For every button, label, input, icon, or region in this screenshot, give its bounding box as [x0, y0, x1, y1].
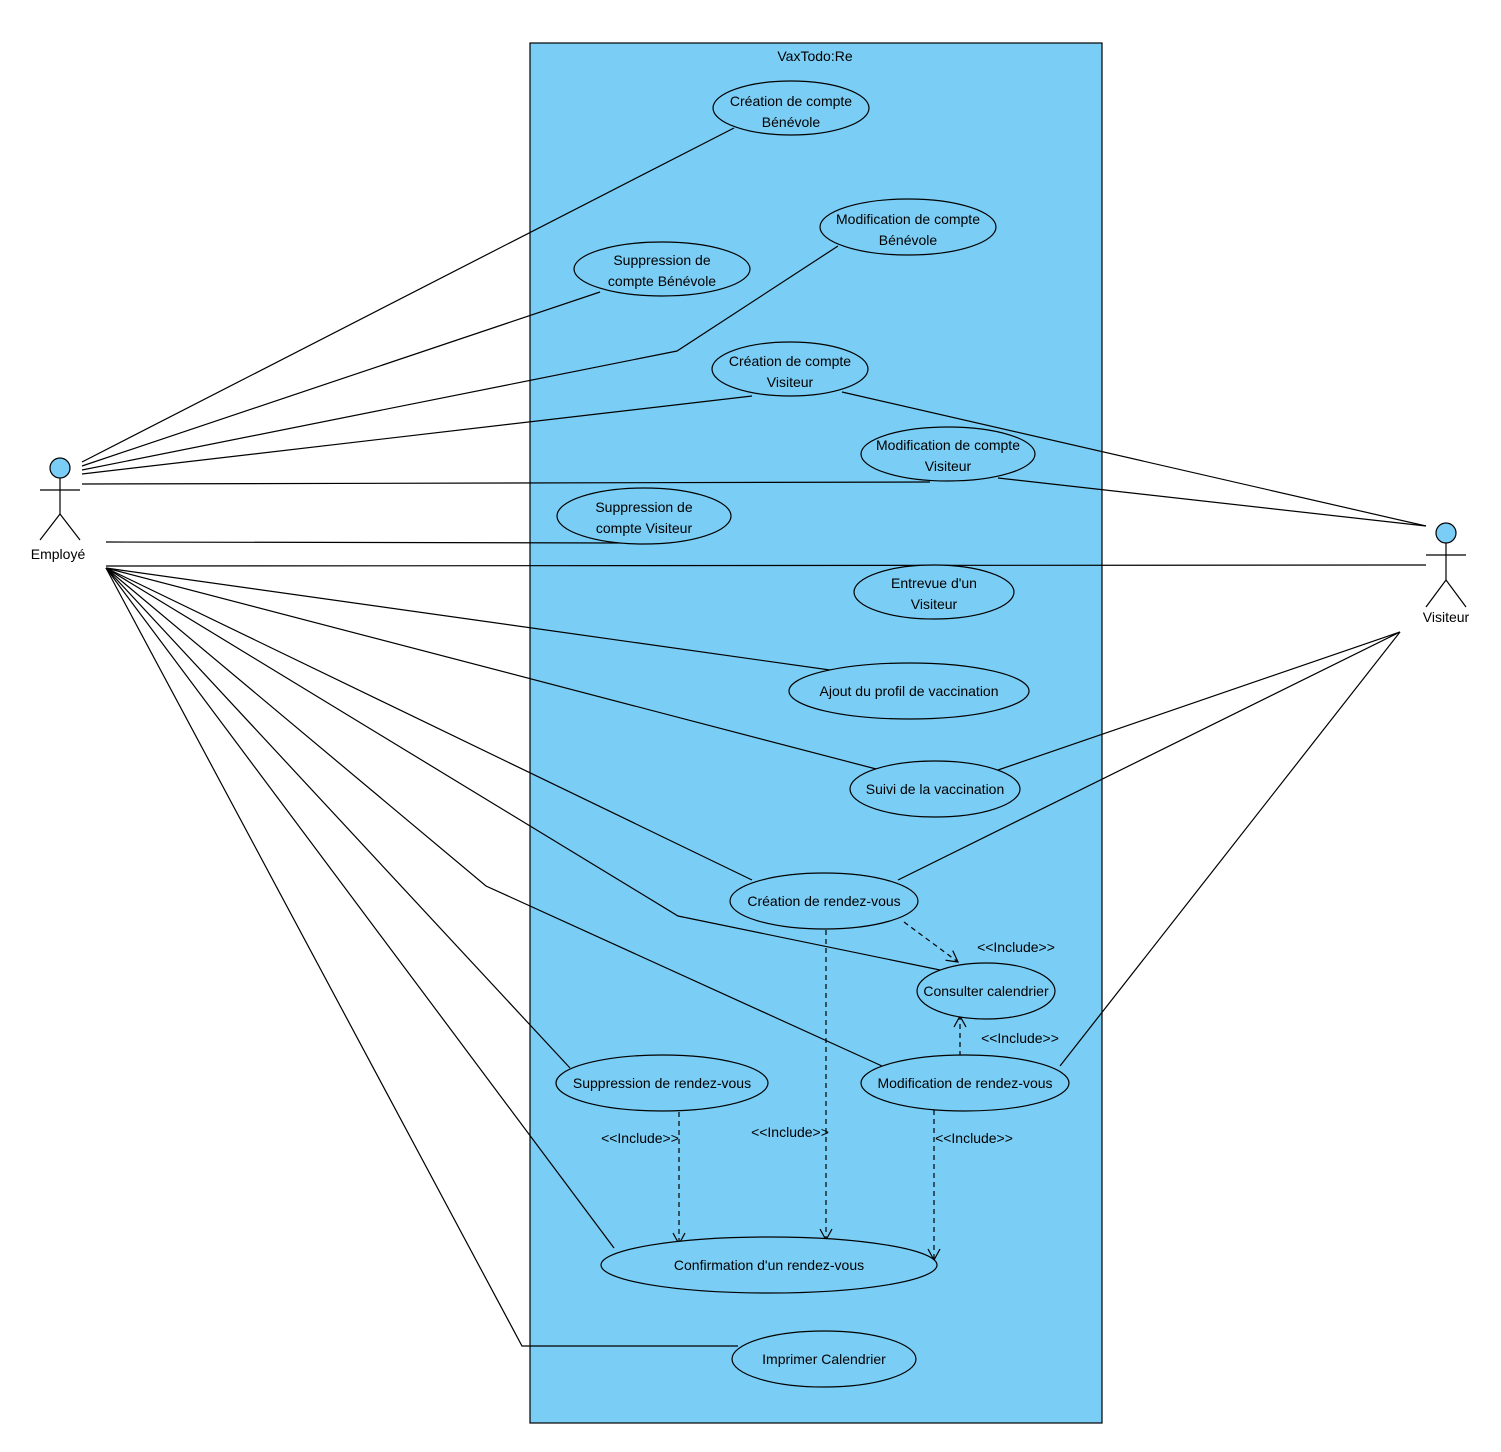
use-case-label: Confirmation d'un rendez-vous	[674, 1257, 864, 1273]
assoc-visiteur-creation-visiteur	[841, 391, 1427, 527]
use-case-label: Imprimer Calendrier	[762, 1351, 886, 1367]
assoc-employe-suppression-rdv	[105, 567, 571, 1069]
use-case-suivi[interactable]: Suivi de la vaccination	[849, 760, 1021, 818]
assoc-visiteur-entrevue	[105, 564, 1427, 567]
use-case-modification-visiteur[interactable]: Modification de compte Visiteur	[860, 426, 1036, 482]
use-case-suppression-visiteur[interactable]: Suppression de compte Visiteur	[556, 487, 732, 545]
use-case-ajout-profil[interactable]: Ajout du profil de vaccination	[788, 662, 1030, 720]
use-case-creation-rdv[interactable]: Création de rendez-vous	[729, 872, 919, 930]
use-case-label: Suppression de	[595, 499, 693, 515]
employe-associations	[81, 127, 941, 1347]
use-case-label: Création de compte	[729, 353, 851, 369]
use-case-label: Suppression de	[613, 252, 711, 268]
use-case-label: Consulter calendrier	[923, 983, 1049, 999]
assoc-employe-creation-benevole	[81, 127, 735, 463]
use-case-modification-benevole[interactable]: Modification de compte Bénévole	[819, 198, 997, 256]
assoc-employe-confirmation	[105, 567, 615, 1249]
assoc-visiteur-suivi	[997, 631, 1401, 771]
assoc-employe-creation-rdv	[105, 567, 753, 881]
use-case-label: Modification de compte	[836, 211, 980, 227]
use-case-label: Suivi de la vaccination	[866, 781, 1005, 797]
include-label: <<Include>>	[751, 1124, 829, 1140]
assoc-visiteur-modification-rdv	[1059, 631, 1401, 1067]
actor-head	[1435, 522, 1457, 544]
use-case-creation-benevole[interactable]: Création de compte Bénévole	[712, 80, 870, 136]
assoc-employe-consulter	[105, 567, 941, 971]
include-creation-consulter	[903, 921, 960, 963]
use-case-imprimer-calendrier[interactable]: Imprimer Calendrier	[731, 1330, 917, 1388]
use-case-label: Modification de compte	[876, 437, 1020, 453]
visiteur-associations	[105, 391, 1427, 1067]
include-label: <<Include>>	[935, 1130, 1013, 1146]
assoc-employe-modification-benevole	[81, 245, 839, 471]
use-case-label: Visiteur	[767, 374, 814, 390]
actor-label: Visiteur	[1423, 609, 1470, 625]
use-case-label: Suppression de rendez-vous	[573, 1075, 751, 1091]
use-case-suppression-rdv[interactable]: Suppression de rendez-vous	[555, 1054, 769, 1112]
assoc-employe-suivi	[105, 567, 881, 771]
include-label: <<Include>>	[977, 939, 1055, 955]
use-case-label: Bénévole	[879, 232, 938, 248]
assoc-employe-suppression-visiteur	[105, 541, 623, 544]
actor-employe[interactable]: Employé	[31, 457, 86, 562]
use-case-label: Entrevue d'un	[891, 575, 977, 591]
system-title: VaxTodo:Re	[777, 48, 852, 64]
assoc-employe-modification-rdv	[105, 567, 883, 1067]
use-case-label: Création de compte	[730, 93, 852, 109]
use-case-label: Ajout du profil de vaccination	[820, 683, 999, 699]
assoc-employe-modification-visiteur	[81, 481, 931, 485]
assoc-employe-imprimer	[105, 567, 738, 1347]
actor-label: Employé	[31, 546, 86, 562]
use-case-label: compte Visiteur	[596, 520, 693, 536]
use-case-confirmation-rdv[interactable]: Confirmation d'un rendez-vous	[600, 1236, 938, 1294]
use-case-modification-rdv[interactable]: Modification de rendez-vous	[860, 1054, 1070, 1112]
actor-visiteur[interactable]: Visiteur	[1423, 522, 1470, 625]
actor-head	[49, 457, 71, 479]
use-case-suppression-benevole[interactable]: Suppression de compte Bénévole	[573, 241, 751, 297]
assoc-employe-ajout-profil	[105, 567, 831, 671]
assoc-employe-suppression-benevole	[81, 291, 601, 467]
use-case-label: compte Bénévole	[608, 273, 716, 289]
include-label: <<Include>>	[981, 1030, 1059, 1046]
assoc-visiteur-modification-visiteur	[997, 477, 1427, 527]
use-case-creation-visiteur[interactable]: Création de compte Visiteur	[711, 341, 869, 397]
use-case-label: Visiteur	[911, 596, 958, 612]
include-dependencies: <<Include>> <<Include>> <<Include>> <<In…	[601, 921, 1059, 1262]
use-case-label: Visiteur	[925, 458, 972, 474]
use-case-consulter-calendrier[interactable]: Consulter calendrier	[916, 962, 1056, 1020]
include-label: <<Include>>	[601, 1130, 679, 1146]
use-case-entrevue[interactable]: Entrevue d'un Visiteur	[853, 564, 1015, 620]
use-case-label: Bénévole	[762, 114, 821, 130]
use-case-label: Création de rendez-vous	[747, 893, 900, 909]
assoc-visiteur-creation-rdv	[897, 631, 1401, 881]
assoc-employe-creation-visiteur	[81, 395, 753, 475]
use-case-label: Modification de rendez-vous	[877, 1075, 1052, 1091]
